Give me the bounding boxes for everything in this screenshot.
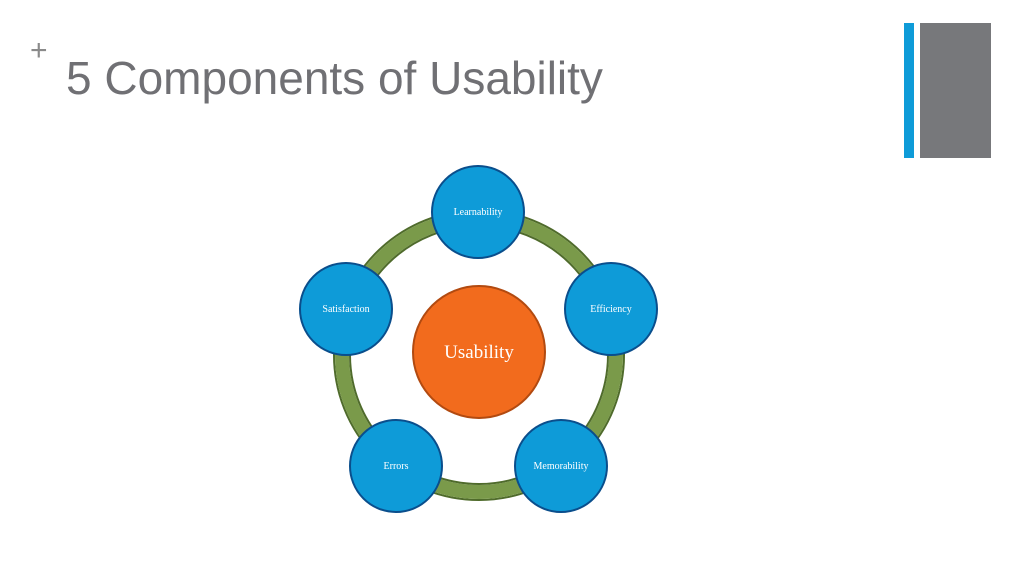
accent-bar-blue <box>904 23 914 158</box>
component-node-learnability: Learnability <box>431 165 525 259</box>
accent-bar-gray <box>920 23 991 158</box>
node-label-errors: Errors <box>384 461 409 472</box>
component-node-errors: Errors <box>349 419 443 513</box>
component-node-efficiency: Efficiency <box>564 262 658 356</box>
node-label-efficiency: Efficiency <box>590 304 631 315</box>
plus-icon: + <box>30 34 48 67</box>
slide-title: 5 Components of Usability <box>66 52 603 104</box>
center-node-label: Usability <box>444 342 514 363</box>
node-label-memorability: Memorability <box>534 461 589 472</box>
component-node-satisfaction: Satisfaction <box>299 262 393 356</box>
node-label-learnability: Learnability <box>454 207 503 218</box>
node-label-satisfaction: Satisfaction <box>322 304 369 315</box>
component-node-memorability: Memorability <box>514 419 608 513</box>
center-node: Usability <box>412 285 546 419</box>
